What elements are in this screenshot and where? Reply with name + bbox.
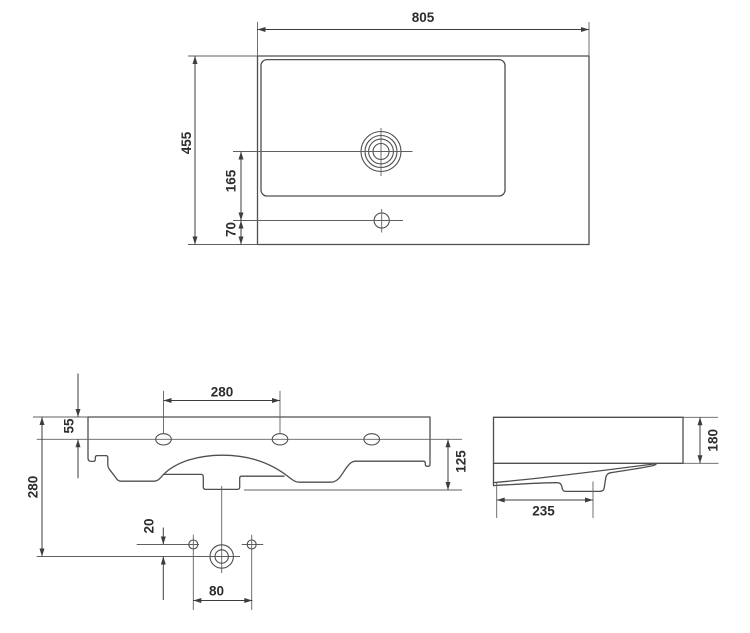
mounting-hole-left bbox=[155, 433, 172, 446]
dim-hole-spacing-label: 280 bbox=[211, 385, 234, 400]
dim-drain-offset: 20 bbox=[142, 518, 166, 600]
faucet-hole bbox=[233, 128, 413, 176]
dim-bowl-depth-label: 125 bbox=[453, 450, 468, 473]
mounting-hole-right bbox=[363, 433, 381, 446]
dim-top-depth-label: 455 bbox=[179, 131, 194, 154]
basin-inner-rim bbox=[260, 58, 506, 197]
bottom-fixing-holes bbox=[36, 534, 264, 610]
dim-top-width: 805 bbox=[257, 10, 590, 56]
side-underside-outer-curve bbox=[492, 462, 658, 484]
dim-side-height-label: 180 bbox=[705, 429, 720, 452]
dim-drain-offset-label: 20 bbox=[142, 518, 157, 533]
dim-overall-height-label: 280 bbox=[25, 476, 40, 499]
dim-hole-spacing: 280 bbox=[163, 385, 281, 434]
dim-faucet-overflow-label: 165 bbox=[223, 169, 238, 192]
front-view-outline bbox=[87, 416, 431, 483]
dim-side-height: 180 bbox=[697, 417, 720, 464]
drain-hole-outer bbox=[209, 544, 234, 569]
drain-hole-inner bbox=[214, 549, 229, 564]
dim-rim-height-label: 55 bbox=[61, 418, 76, 434]
fixing-hole-left bbox=[188, 539, 199, 550]
top-view-outline bbox=[256, 55, 590, 246]
dim-overflow-to-edge: 70 bbox=[223, 220, 244, 245]
dim-front-to-drain-label: 235 bbox=[532, 504, 555, 519]
dim-overflow-edge-label: 70 bbox=[223, 222, 238, 237]
dim-fixing-spacing: 80 bbox=[193, 584, 253, 603]
dim-front-to-drain: 235 bbox=[496, 481, 594, 519]
dim-overall-height: 280 bbox=[25, 417, 45, 557]
front-view: 280 55 280 125 bbox=[25, 373, 468, 610]
dim-rim-height: 55 bbox=[61, 373, 81, 479]
overflow-hole bbox=[233, 209, 403, 233]
side-view: 180 235 bbox=[492, 416, 720, 519]
drain-recess-outline bbox=[163, 473, 285, 491]
dim-faucet-to-overflow: 165 bbox=[223, 151, 244, 221]
fixing-hole-right bbox=[246, 539, 257, 550]
dim-top-depth: 455 bbox=[179, 55, 258, 245]
top-view: 805 455 165 70 bbox=[179, 10, 590, 246]
dim-top-width-label: 805 bbox=[412, 10, 435, 25]
dim-fixing-spacing-label: 80 bbox=[209, 584, 224, 599]
side-underside-inner-curve bbox=[492, 462, 658, 493]
dim-bowl-depth: 125 bbox=[244, 439, 468, 491]
mounting-hole-center bbox=[271, 433, 289, 446]
